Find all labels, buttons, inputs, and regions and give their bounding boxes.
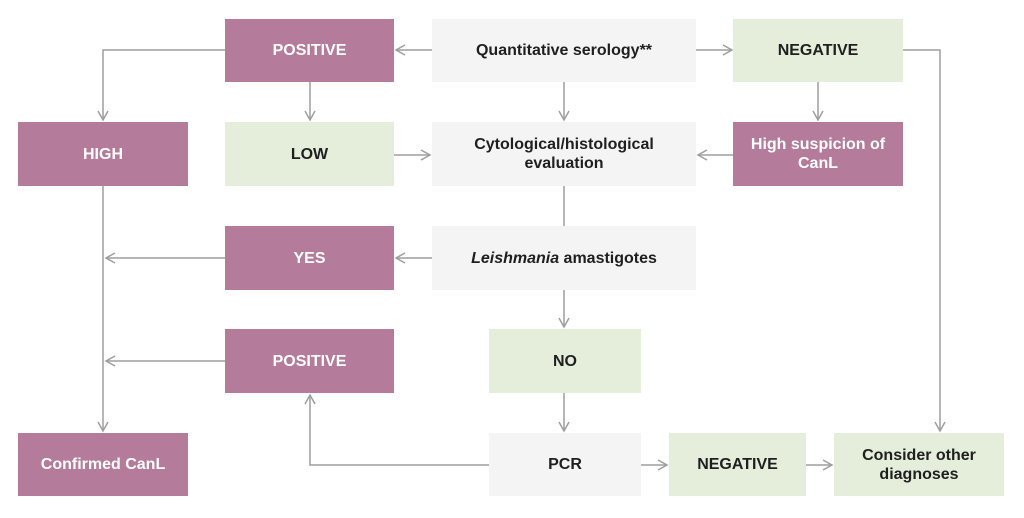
node-amastigotes-label: Leishmania amastigotes [471, 249, 657, 268]
node-confirmed-canl: Confirmed CanL [18, 433, 188, 496]
node-amastigotes-genus: Leishmania [471, 249, 560, 267]
node-positive-mid: POSITIVE [225, 329, 394, 393]
node-negative-top-label: NEGATIVE [777, 42, 859, 59]
node-consider-other-diagnoses: Consider other diagnoses [834, 433, 1004, 496]
arrow-negative-to-consider [903, 49, 946, 433]
node-positive-top-label: POSITIVE [272, 42, 347, 59]
node-negative-bottom-label: NEGATIVE [697, 456, 778, 473]
arrow-pcr-to-positive [304, 393, 490, 466]
node-leishmania-amastigotes: Leishmania amastigotes [432, 226, 696, 290]
node-no-label: NO [553, 352, 577, 370]
node-negative-top: NEGATIVE [733, 19, 903, 82]
node-yes: YES [225, 226, 394, 290]
node-amastigotes-rest: amastigotes [559, 249, 657, 267]
node-low: LOW [225, 122, 394, 186]
node-positive-top: POSITIVE [225, 19, 394, 82]
node-no: NO [489, 329, 641, 393]
node-quantitative-serology: Quantitative serology** [432, 19, 696, 82]
node-negative-bottom: NEGATIVE [669, 433, 806, 496]
node-positive-mid-label: POSITIVE [272, 352, 347, 370]
node-high: HIGH [18, 122, 188, 186]
node-high-label: HIGH [83, 145, 123, 163]
node-pcr-label: PCR [548, 456, 582, 473]
node-cytology-label: Cytological/histological evaluation [474, 136, 654, 172]
node-yes-label: YES [293, 249, 326, 267]
node-cytological-evaluation: Cytological/histological evaluation [432, 122, 696, 186]
node-high-suspicion-label: High suspicion of CanL [750, 136, 886, 172]
arrow-positive-to-high [97, 49, 225, 122]
node-high-suspicion: High suspicion of CanL [733, 122, 903, 186]
node-low-label: LOW [290, 145, 329, 163]
node-serology-label: Quantitative serology** [475, 42, 653, 59]
node-pcr: PCR [489, 433, 641, 496]
node-consider-label: Consider other diagnoses [862, 446, 976, 483]
node-confirmed-label: Confirmed CanL [40, 456, 166, 473]
